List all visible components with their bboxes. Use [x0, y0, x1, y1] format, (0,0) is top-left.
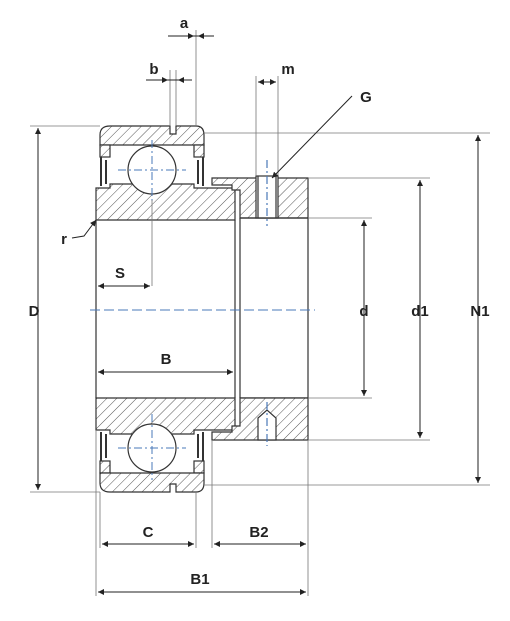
label-m: m: [281, 61, 294, 78]
seal-left-top: [100, 157, 107, 186]
inner-ring-top: [95, 183, 236, 221]
label-d1: d1: [411, 303, 429, 320]
outer-ring-bottom: [99, 472, 205, 493]
label-B: B: [161, 351, 172, 368]
extension-lines: [30, 30, 490, 596]
label-G: G: [360, 89, 372, 106]
label-a: a: [180, 15, 189, 32]
label-C: C: [143, 524, 154, 541]
dimension-lines: [35, 33, 481, 595]
outer-ring-left-shoulder: [99, 144, 111, 158]
inner-ring-bottom: [95, 397, 236, 435]
outer-ring-right-shoulder: [193, 144, 205, 158]
label-S: S: [115, 265, 125, 282]
label-B2: B2: [249, 524, 268, 541]
outer-ring-right-shoulder-bottom: [193, 460, 205, 474]
bore: [90, 217, 315, 399]
labels: a b m G r S D d d1 N1 B C B2 B1: [29, 15, 490, 588]
label-b: b: [149, 61, 158, 78]
label-D: D: [29, 303, 40, 320]
label-N1: N1: [470, 303, 489, 320]
leader-G: [271, 95, 353, 179]
seal-right-top: [197, 157, 204, 186]
lower-half-section: [95, 397, 236, 493]
outer-ring-left-shoulder-bottom: [99, 460, 111, 474]
upper-half-section: [95, 125, 236, 221]
collar-upper: [211, 160, 309, 226]
seal-right-bottom: [197, 432, 204, 461]
seal-left-bottom: [100, 432, 107, 461]
collar-lower: [211, 397, 309, 446]
label-d: d: [359, 303, 368, 320]
leader-r: [71, 219, 97, 239]
label-B1: B1: [190, 571, 209, 588]
label-r: r: [61, 231, 67, 248]
